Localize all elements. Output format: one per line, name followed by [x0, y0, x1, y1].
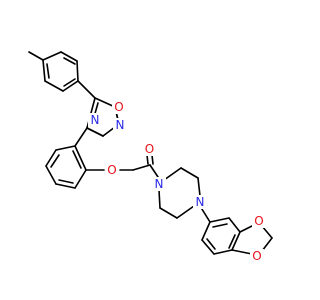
- atom-n-oxadiazole-4: N: [88, 113, 102, 127]
- piperazine-ring: [158, 167, 201, 219]
- methyl-group: [28, 51, 44, 61]
- svg-text:O: O: [252, 249, 261, 263]
- atom-o-dioxole-b: O: [250, 249, 264, 263]
- atom-o-ether: O: [105, 163, 119, 177]
- svg-text:O: O: [145, 142, 154, 156]
- atom-n-oxadiazole-2: N: [113, 118, 127, 132]
- svg-text:O: O: [114, 100, 123, 114]
- tolyl-ring: [42, 51, 79, 92]
- dioxole-ring: [231, 224, 273, 255]
- molecule-canvas: O O O N N N N O: [28, 51, 273, 263]
- bond-tolyl-oxadiazole: [77, 80, 96, 99]
- svg-text:N: N: [116, 118, 125, 132]
- svg-text:O: O: [254, 214, 263, 228]
- bond-oxadiazole-phenyl: [74, 127, 88, 147]
- atom-n-piperazine-4: N: [193, 195, 207, 209]
- phenyl-ring: [45, 145, 87, 189]
- svg-text:N: N: [91, 113, 100, 127]
- bond-ch2-carbonyl: [132, 164, 151, 171]
- benzodioxole-ring: [201, 217, 241, 255]
- carbonyl-double-bond: [146, 154, 154, 165]
- atom-n-piperazine-1: N: [152, 177, 166, 191]
- atom-o-oxadiazole: O: [112, 100, 126, 114]
- svg-text:N: N: [196, 195, 205, 209]
- svg-text:O: O: [107, 163, 116, 177]
- atom-o-carbonyl: O: [143, 142, 156, 156]
- atom-o-dioxole-a: O: [252, 214, 266, 228]
- svg-text:N: N: [155, 177, 164, 191]
- structure-diagram: O O O N N N N O: [28, 51, 273, 263]
- bond-carbonyl-piperazine: [149, 164, 159, 178]
